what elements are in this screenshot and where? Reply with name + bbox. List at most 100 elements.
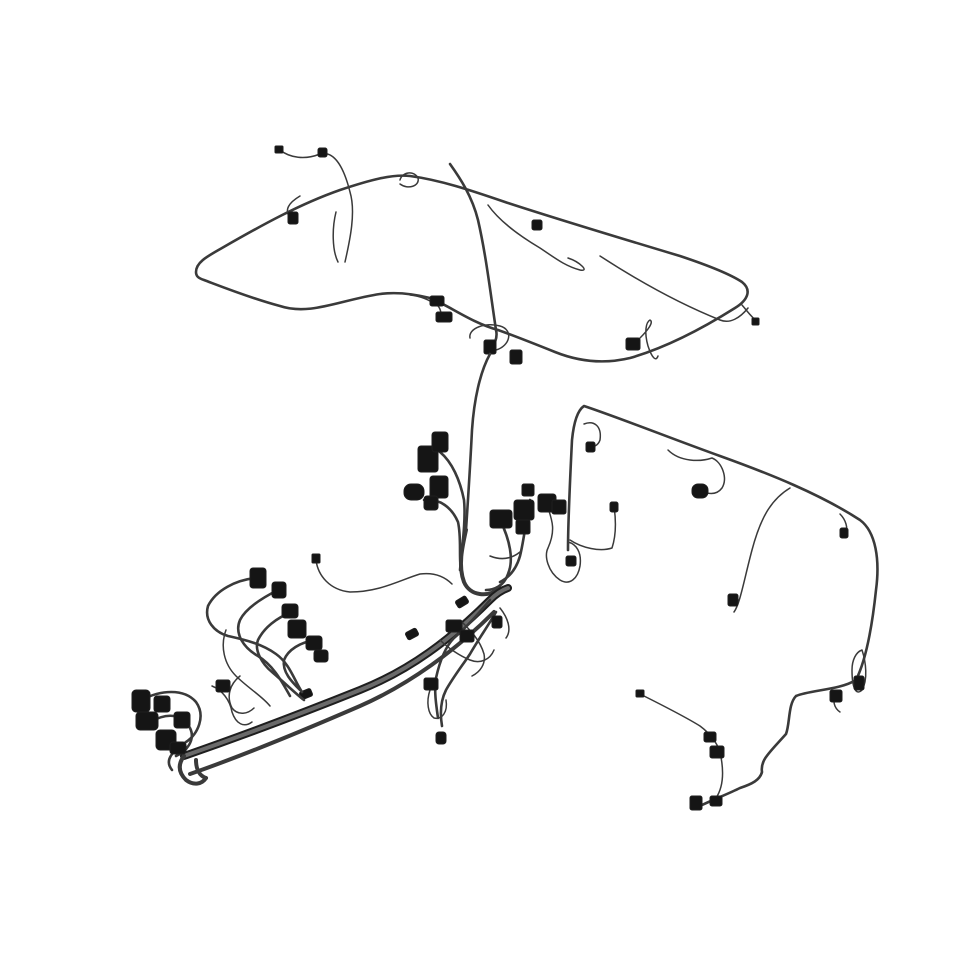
body-side-lead (569, 505, 617, 551)
connector-console-5 (435, 731, 447, 745)
fuse-block-4 (521, 483, 535, 497)
connector-roof-pig (751, 317, 760, 326)
center-bundle-b (438, 450, 466, 572)
console-harness (423, 598, 510, 745)
trunk-core (182, 586, 510, 758)
roof-harness (194, 145, 760, 365)
connector-left-top-2 (271, 581, 287, 599)
left-loop-6 (228, 675, 255, 714)
trunk-clip-2 (405, 627, 419, 641)
connector-body-right (839, 527, 849, 539)
connector-body-low-5 (709, 795, 723, 807)
roof-right-branch (639, 319, 659, 360)
roof-clip-loop (399, 172, 419, 188)
connector-end-6 (169, 741, 187, 755)
center-bundle-c (422, 498, 464, 576)
roof-left-lead-c (332, 211, 339, 263)
roof-right-inner (599, 255, 749, 322)
console-branch-b (439, 610, 498, 728)
connector-end-2 (135, 711, 159, 731)
connector-roof-plug-1 (429, 295, 445, 307)
left-end-loop (140, 690, 202, 772)
relay-block-5 (423, 495, 439, 511)
connector-center-side (565, 555, 577, 567)
trunk-left-end (177, 754, 208, 786)
fuse-block-5 (551, 499, 567, 515)
connector-console-1 (445, 619, 463, 633)
body-lower-lead-a (639, 693, 721, 753)
connector-roof-left-3 (317, 147, 328, 158)
trunk-clip-3 (455, 595, 469, 609)
connector-body-low-1 (635, 689, 645, 698)
body-loop-upper (667, 449, 726, 495)
center-bundle-f (545, 507, 582, 583)
center-bundle-d (484, 518, 513, 592)
connector-body-clip (585, 441, 596, 453)
pillar-run (464, 352, 492, 532)
connector-end-1 (131, 689, 151, 713)
dash-trunk (177, 584, 512, 786)
left-loop-1 (205, 576, 304, 694)
body-door-drop (698, 678, 858, 808)
connector-body-side (609, 501, 619, 513)
connector-left-top-4 (287, 619, 307, 639)
connector-end-3 (153, 695, 171, 713)
connector-left-top-1 (249, 567, 267, 589)
left-loop-2 (237, 588, 292, 698)
body-harness-right (566, 404, 879, 811)
connector-left-mid (215, 679, 231, 693)
connector-roof-center-2 (509, 349, 523, 365)
center-dangle (315, 559, 453, 593)
connector-console-4 (423, 677, 439, 691)
roof-drop-loop (469, 324, 510, 351)
connector-body-mid (727, 593, 739, 607)
relay-block-3 (429, 475, 449, 499)
connector-body-low-2 (703, 731, 717, 743)
connector-roof-center-1 (483, 339, 497, 355)
connector-left-top-5 (305, 635, 323, 651)
connector-roof-right (625, 337, 641, 351)
connector-body-low-4 (689, 795, 703, 811)
connector-roof-left-2 (274, 145, 284, 154)
connector-left-top-3 (281, 603, 299, 619)
fuse-block-2 (513, 499, 535, 521)
connector-console-3 (491, 615, 503, 629)
connector-dangle-end (311, 553, 321, 564)
connector-left-top-6 (313, 649, 329, 663)
console-branch-d (439, 639, 495, 663)
connector-roof-left-1 (287, 211, 299, 225)
roof-main-loop (194, 174, 749, 363)
center-bundle-g (489, 551, 521, 560)
left-loop-3 (255, 610, 306, 702)
left-loop-4 (282, 638, 318, 692)
dash-center-cluster (311, 431, 582, 597)
body-mid-branch (733, 487, 791, 613)
relay-block-2 (431, 431, 449, 453)
connector-body-rear-2 (853, 675, 865, 691)
console-branch-a (433, 598, 492, 720)
trunk-lower (188, 610, 496, 776)
body-lower-lead-b (715, 751, 724, 799)
connector-body-rear-1 (829, 689, 843, 703)
roof-left-lead-a (279, 149, 354, 263)
console-branch-e (499, 607, 510, 639)
connector-end-5 (173, 711, 191, 729)
fuse-block-6 (515, 519, 531, 535)
connector-console-2 (459, 629, 475, 643)
relay-block-4 (403, 483, 425, 501)
fuse-block-1 (489, 509, 513, 529)
connector-roof-mid (531, 219, 543, 231)
roof-inner-branch (487, 204, 585, 271)
trunk-left-drop (194, 758, 208, 780)
connector-body-round (691, 483, 709, 499)
body-upper-run (566, 404, 879, 682)
center-bundle-a (458, 528, 502, 597)
a-pillar-harness (464, 352, 492, 532)
dash-left-branches (131, 567, 329, 772)
relay-block-1 (417, 445, 439, 473)
console-loop (427, 689, 448, 720)
left-loop-5 (222, 629, 271, 707)
connector-roof-plug-2 (435, 311, 453, 323)
connector-body-low-3 (709, 745, 725, 759)
